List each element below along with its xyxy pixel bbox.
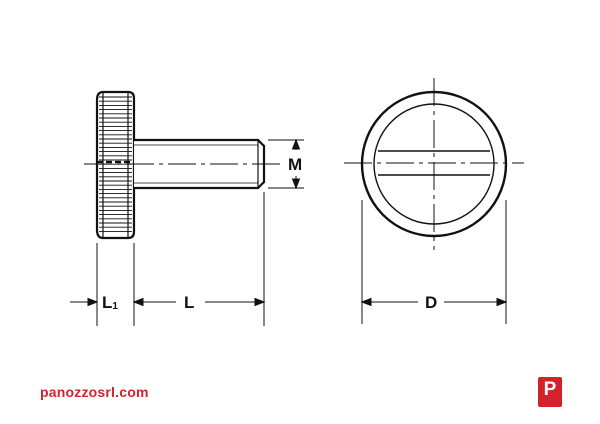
arrow-head (254, 297, 266, 307)
arrow-head (360, 297, 372, 307)
label-d: D (425, 293, 437, 312)
knurl-texture (99, 96, 132, 232)
side-view (84, 90, 282, 240)
side-dimensions (70, 138, 304, 326)
arrow-head (132, 297, 144, 307)
brand-website[interactable]: panozzosrl.com (40, 384, 149, 400)
arrow-head (87, 297, 99, 307)
arrow-head (496, 297, 508, 307)
arrow-head (291, 138, 301, 150)
label-l: L (184, 293, 194, 312)
label-l1: L1 (102, 293, 118, 312)
brand-logo-letter: P (543, 379, 557, 400)
end-view (344, 78, 524, 250)
end-dimensions (360, 200, 508, 324)
brand-logo: P (538, 377, 562, 407)
label-m: M (288, 155, 302, 174)
arrow-head (291, 178, 301, 190)
